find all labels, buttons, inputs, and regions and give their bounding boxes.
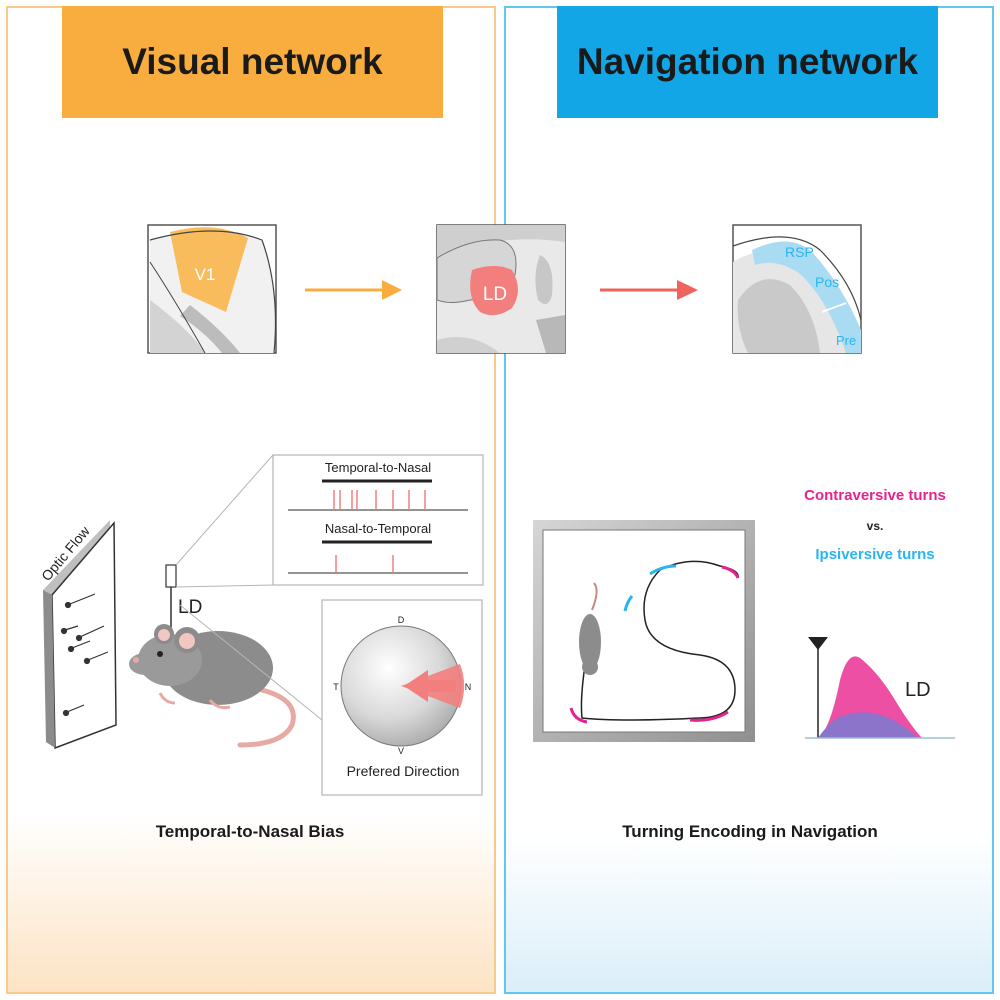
ld-response-plot: LD xyxy=(805,637,955,739)
polar-d-label: D xyxy=(398,615,405,625)
preferred-direction-arrow xyxy=(404,670,456,702)
ipsiversive-response xyxy=(818,712,918,738)
ld-label: LD xyxy=(483,284,507,305)
ld-brain-section: LD xyxy=(436,224,566,354)
polar-v-label: V xyxy=(398,746,404,756)
arrow-ld-to-rsp xyxy=(600,280,698,300)
rsp-label: RSP xyxy=(785,244,814,260)
rsp-region xyxy=(752,241,861,353)
legend-contraversive: Contraversive turns xyxy=(804,487,946,504)
ld-response-label: LD xyxy=(905,679,931,701)
raster-bottom-spikes xyxy=(335,555,394,573)
preferred-direction-panel: D V T N Prefered Direction xyxy=(321,599,483,796)
pre-label: Pre xyxy=(836,333,856,348)
legend-vs: vs. xyxy=(867,519,884,533)
raster-panel: Temporal-to-Nasal Nasal-to-Temporal xyxy=(272,454,484,586)
optic-flow-screen: Optic Flow xyxy=(38,520,117,750)
ld-probe-label: LD xyxy=(178,597,202,618)
polar-t-label: T xyxy=(333,682,339,692)
rsp-brain-section: RSP Pos Pre xyxy=(732,224,862,354)
navigation-network-panel xyxy=(504,6,994,994)
v1-region xyxy=(170,227,248,312)
legend-ipsiversive: Ipsiversive turns xyxy=(815,546,934,563)
turn-legend: Contraversive turns vs. Ipsiversive turn… xyxy=(804,487,946,563)
callout-lines xyxy=(175,454,323,721)
polar-caption: Prefered Direction xyxy=(347,763,460,779)
v1-label: V1 xyxy=(195,265,216,284)
temporal-nasal-caption: Temporal-to-Nasal Bias xyxy=(155,822,345,841)
v1-brain-section: V1 xyxy=(147,224,277,354)
navigation-network-banner: Navigation network xyxy=(557,6,938,118)
contraversive-segments xyxy=(569,565,740,724)
trajectory-path xyxy=(580,560,739,721)
pos-label: Pos xyxy=(815,274,839,290)
ld-region xyxy=(470,266,518,316)
raster-top-spikes xyxy=(333,490,426,510)
recording-probe xyxy=(165,564,177,588)
raster-bottom-label: Nasal-to-Temporal xyxy=(325,521,431,536)
polar-n-label: N xyxy=(465,682,472,692)
arrow-v1-to-ld xyxy=(305,280,402,300)
visual-network-banner: Visual network xyxy=(62,6,443,118)
open-field-arena xyxy=(533,520,755,742)
ipsiversive-segments xyxy=(623,564,677,612)
mouse-left: LD xyxy=(129,564,296,748)
raster-top-label: Temporal-to-Nasal xyxy=(325,460,431,475)
turning-encoding-caption: Turning Encoding in Navigation xyxy=(622,822,878,841)
